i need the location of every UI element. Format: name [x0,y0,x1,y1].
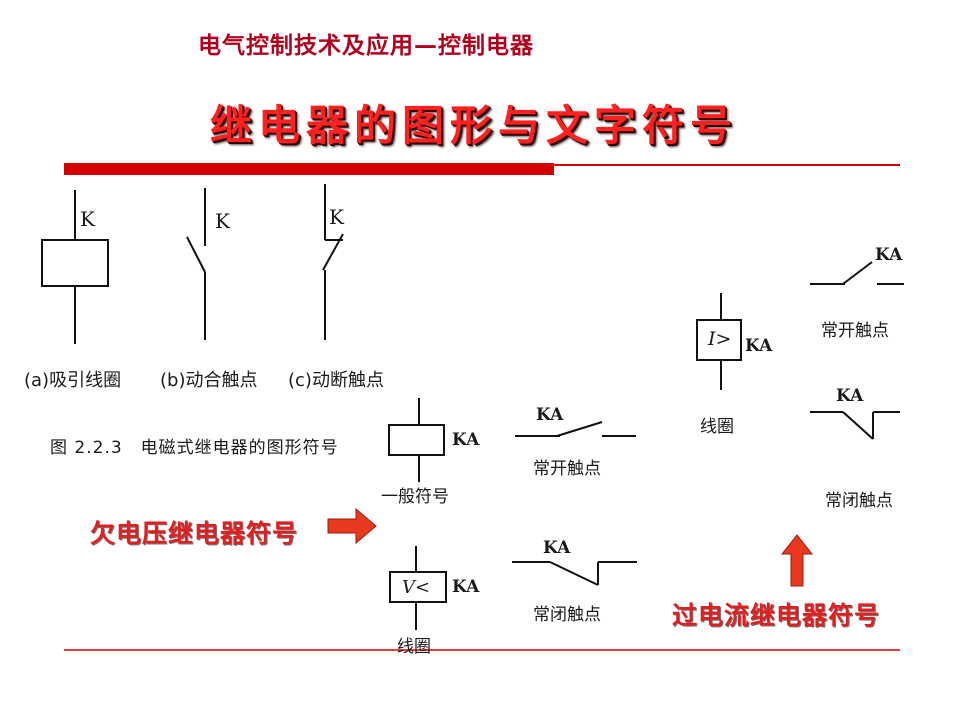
uv-no-label: 常开触点 [533,459,601,479]
fig-b-label: (b)动合触点 [160,370,258,391]
fig-a-code: K [80,207,95,231]
oc-no-code: KA [875,245,903,265]
uv-nc-contact-symbol [512,561,637,586]
oc-coil-symbol-text: I> [708,328,732,350]
uv-no-code: KA [536,405,564,425]
main-title: 继电器的图形与文字符号 [210,101,739,150]
oc-coil-code: KA [745,336,773,356]
fig-c-nc-contact-symbol [322,184,344,340]
uv-no-contact-symbol [515,421,636,437]
undervoltage-title: 欠电压继电器符号 [90,519,299,548]
uv-general-coil-symbol [388,398,445,482]
fig-c-code: K [329,205,344,229]
uv-nc-code: KA [543,538,571,558]
uv-general-label: 一般符号 [381,487,449,507]
arrow-up-icon [780,534,814,587]
uv-coil-label: 线圈 [397,637,431,657]
course-title: 电气控制技术及应用—控制电器 [198,33,534,59]
uv-general-code: KA [452,430,480,450]
title-underline-thick [64,163,554,175]
uv-coil-symbol [389,546,447,630]
uv-nc-label: 常闭触点 [533,605,601,625]
uv-coil-symbol-text: V< [402,577,431,598]
fig-b-no-contact-symbol [186,188,206,340]
fig-c-label: (c)动断触点 [288,370,384,391]
fig-a-coil-symbol [41,190,109,344]
oc-no-contact-symbol [810,261,904,285]
oc-nc-label: 常闭触点 [825,491,893,511]
oc-coil-label: 线圈 [700,417,734,437]
arrow-right-icon [327,507,377,545]
fig-caption: 图 2.2.3 电磁式继电器的图形符号 [50,438,339,458]
uv-coil-code: KA [452,577,480,597]
oc-nc-code: KA [836,386,864,406]
oc-no-label: 常开触点 [821,321,889,341]
oc-nc-contact-symbol [810,411,900,440]
fig-a-label: (a)吸引线圈 [24,370,122,391]
fig-b-code: K [215,209,230,233]
oc-coil-symbol [696,293,742,390]
overcurrent-title: 过电流继电器符号 [672,601,881,630]
